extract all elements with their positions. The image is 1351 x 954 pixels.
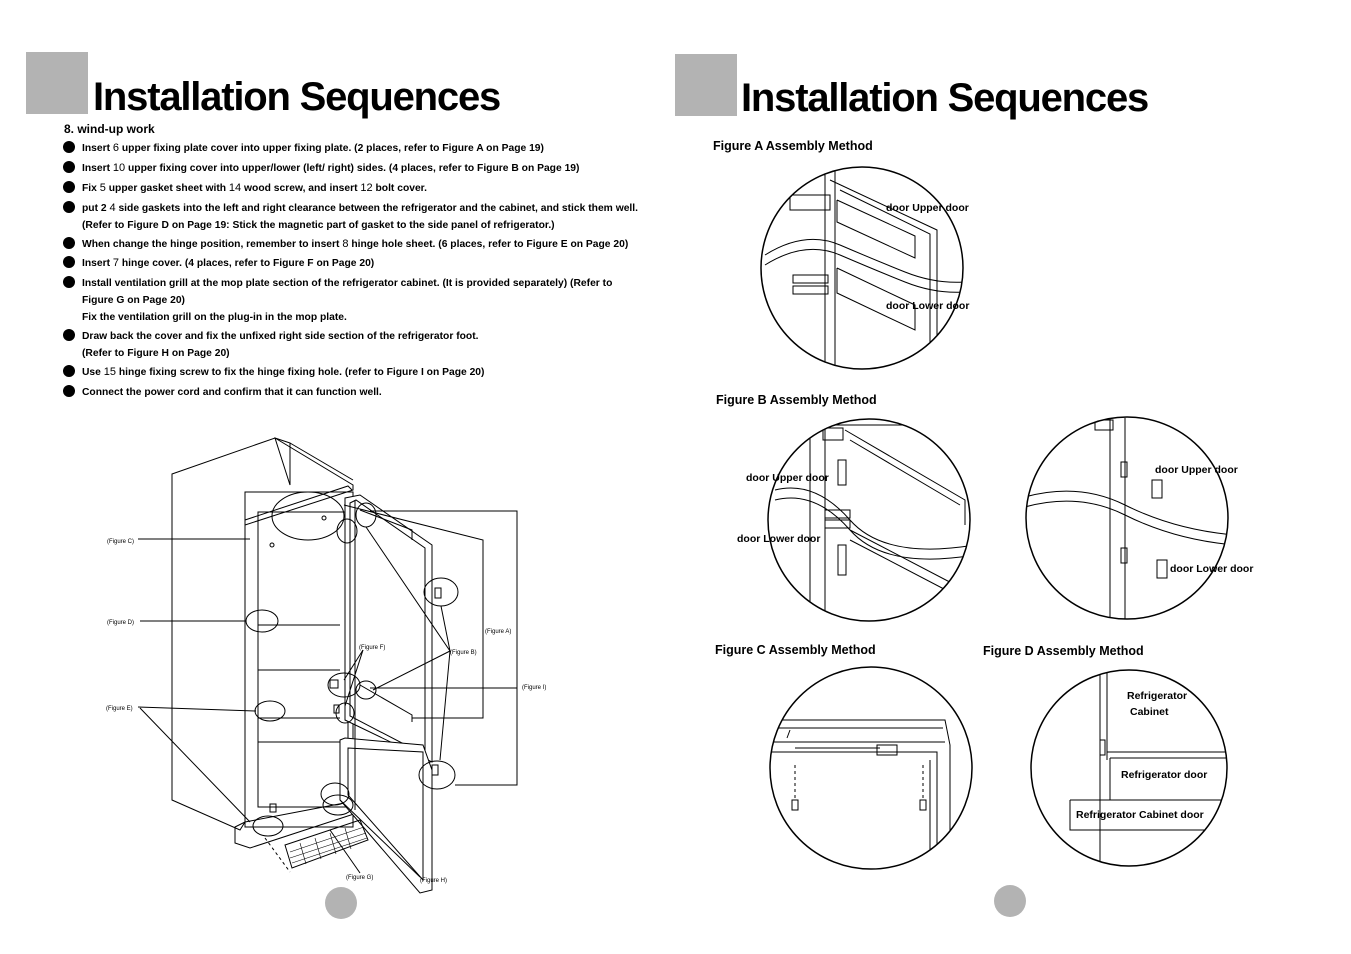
svg-text:door Upper door: door Upper door [1155,464,1238,476]
right-page: Installation Sequences Figure A Assembly… [675,0,1351,954]
bullet-icon [63,329,75,341]
title-block [26,52,88,114]
figure-c-caption: Figure C Assembly Method [715,643,876,657]
list-item: Connect the power cord and confirm that … [62,384,642,401]
figure-b-left-drawing: door Upper door door Lower door [737,418,971,622]
step-heading: 8. wind-up work [64,122,155,136]
bullet-icon [63,161,75,173]
svg-text:door Lower door: door Lower door [886,300,969,312]
figure-b-caption: Figure B Assembly Method [716,393,877,407]
svg-text:door Upper door: door Upper door [886,202,969,214]
svg-text:Cabinet: Cabinet [1130,706,1169,718]
list-item: put 2 4 side gaskets into the left and r… [62,200,642,234]
figure-a-drawing: door Upper door door Lower door [760,166,969,370]
page-title: Installation Sequences [93,75,501,119]
refrigerator-diagram: (Figure C) (Figure D) (Figure E) (Figure… [106,437,546,894]
figure-b-right-drawing: door Upper door door Lower door [1025,416,1253,620]
list-item: When change the hinge position, remember… [62,236,642,253]
figure-c-label: (Figure C) [107,539,134,545]
svg-text:Refrigerator Cabinet door: Refrigerator Cabinet door [1076,809,1204,821]
figure-e-label: (Figure E) [106,706,133,712]
page-number-circle [325,887,357,919]
figure-a-caption: Figure A Assembly Method [713,139,873,153]
bullet-icon [63,237,75,249]
figure-f-label: (Figure F) [359,645,385,651]
assembly-figures: door Upper door door Lower door [737,166,1253,870]
page-title: Installation Sequences [741,76,1149,120]
bullet-icon [63,181,75,193]
svg-text:door Lower door: door Lower door [1170,563,1253,575]
figure-c-drawing [769,666,973,870]
list-item: Use 15 hinge fixing screw to fix the hin… [62,364,642,381]
page-number-circle [994,885,1026,917]
bullet-icon [63,201,75,213]
bullet-icon [63,276,75,288]
title-block [675,54,737,116]
svg-text:Refrigerator door: Refrigerator door [1121,769,1207,781]
left-page: Installation Sequences 8. wind-up work I… [0,0,675,954]
figure-d-drawing: Refrigerator Cabinet Refrigerator door R… [1030,669,1228,867]
figure-d-label: (Figure D) [107,620,134,626]
instruction-list: Insert 6 upper fixing plate cover into u… [62,140,642,401]
list-item: Insert 10 upper fixing cover into upper/… [62,160,642,177]
bullet-icon [63,385,75,397]
figure-d-caption: Figure D Assembly Method [983,644,1144,658]
bullet-icon [63,365,75,377]
bullet-icon [63,141,75,153]
figure-b-label: (Figure B) [450,650,477,656]
figure-a-label: (Figure A) [485,629,511,635]
figure-g-label: (Figure G) [346,875,373,881]
svg-text:door Lower door: door Lower door [737,533,820,545]
figure-h-label: (Figure H) [420,878,447,884]
list-item: Fix 5 upper gasket sheet with 14 wood sc… [62,180,642,197]
bullet-icon [63,256,75,268]
list-item: Insert 7 hinge cover. (4 places, refer t… [62,255,642,272]
list-item: Install ventilation grill at the mop pla… [62,275,642,326]
svg-text:door Upper door: door Upper door [746,472,829,484]
list-item: Insert 6 upper fixing plate cover into u… [62,140,642,157]
svg-text:Refrigerator: Refrigerator [1127,690,1187,702]
list-item: Draw back the cover and fix the unfixed … [62,328,642,362]
figure-i-label: (Figure I) [522,685,546,691]
